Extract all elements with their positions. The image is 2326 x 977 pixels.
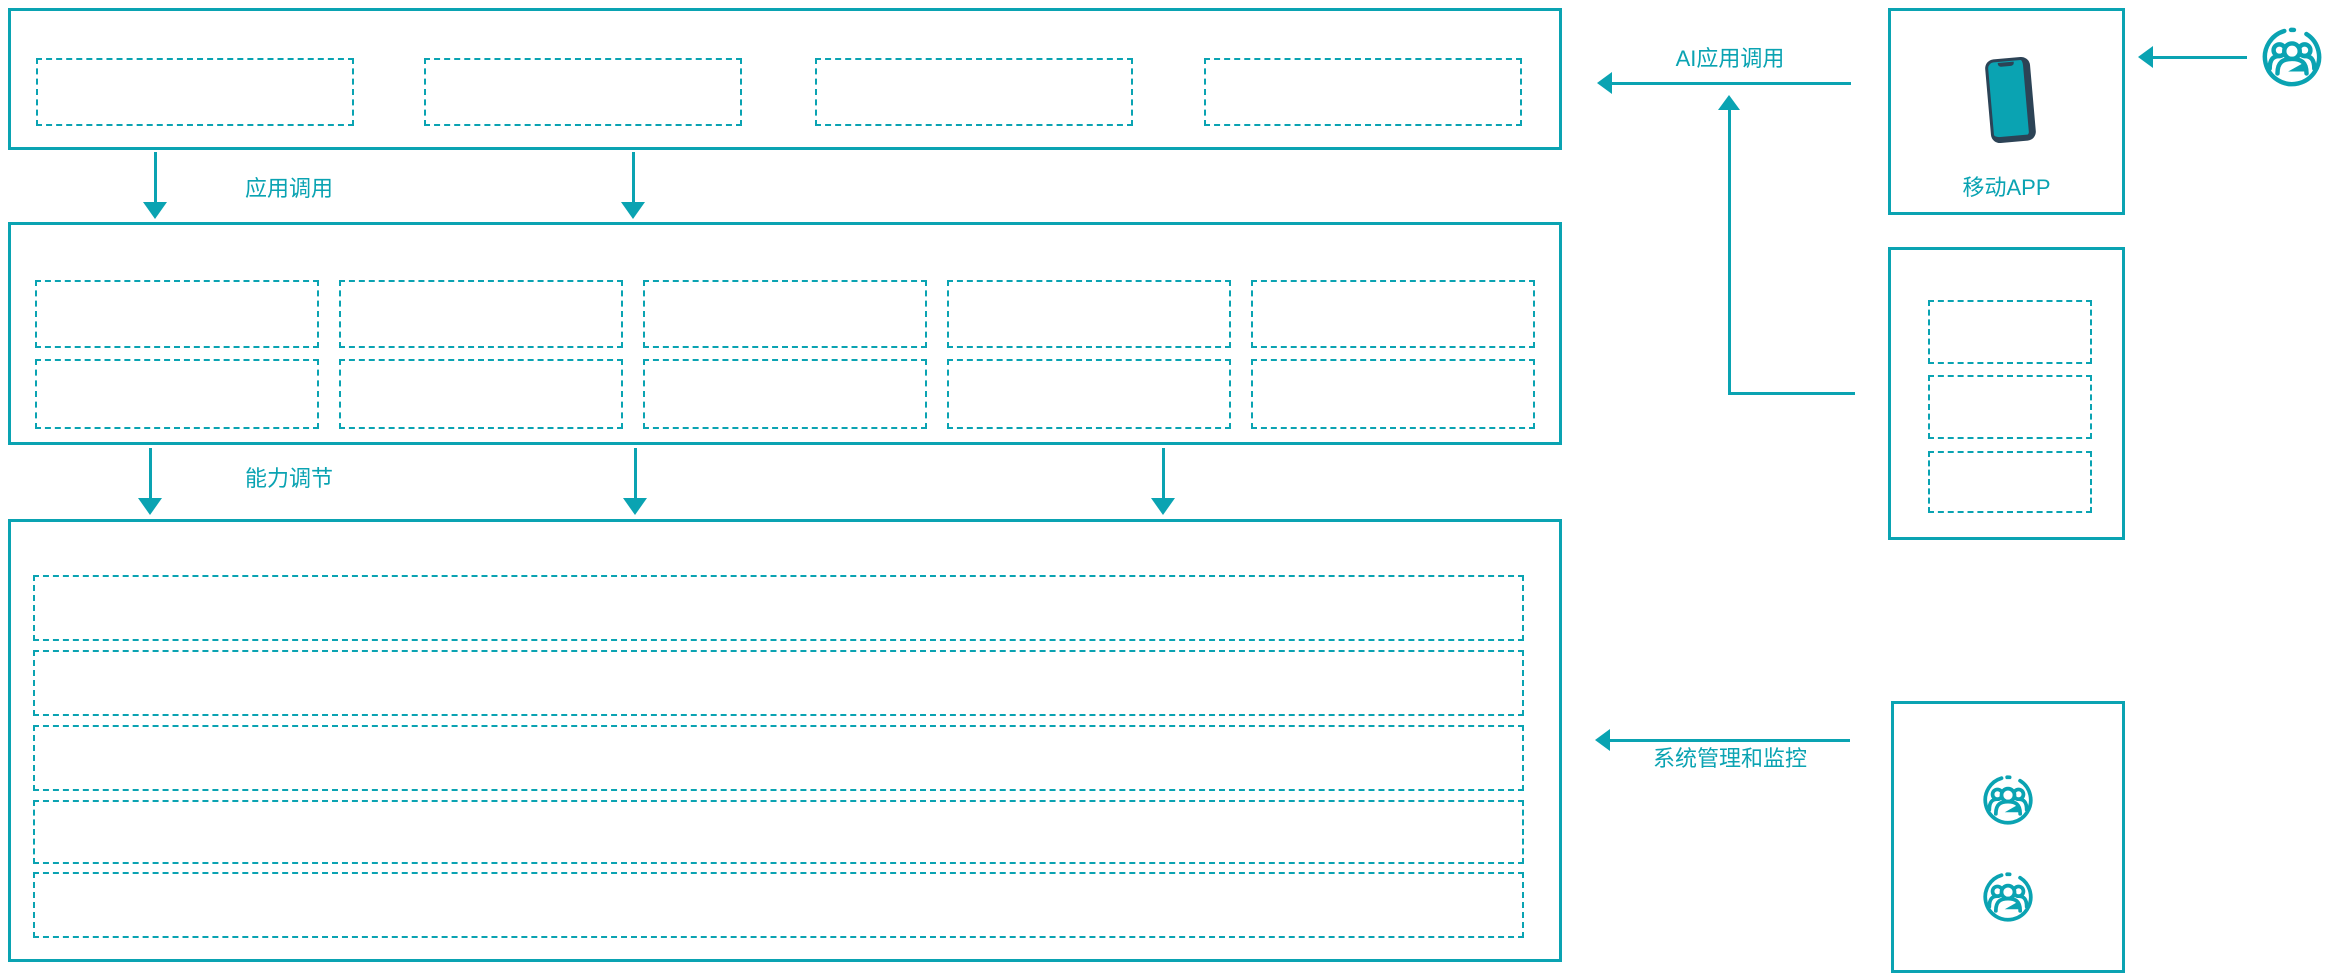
down-arrow-head xyxy=(623,498,647,515)
left-arrow-head xyxy=(2138,46,2153,68)
user-group-icon xyxy=(2261,26,2323,88)
user-group-icon xyxy=(1982,774,2034,826)
down-arrow-head xyxy=(1151,498,1175,515)
placeholder-box xyxy=(35,359,319,429)
up-arrow-head xyxy=(1718,95,1740,110)
placeholder-box xyxy=(1928,300,2092,364)
left-arrow-line xyxy=(2153,56,2247,59)
bottom-layer-box xyxy=(8,519,1562,962)
down-arrow-head xyxy=(143,202,167,219)
placeholder-box xyxy=(1204,58,1522,126)
left-arrow-head xyxy=(1597,72,1612,94)
capability-tuning-label: 能力调节 xyxy=(245,466,334,491)
elbow-arrow-horizontal xyxy=(1728,392,1855,395)
placeholder-row xyxy=(33,725,1524,791)
top-layer-box xyxy=(8,8,1562,150)
sdk-box xyxy=(1888,247,2125,540)
placeholder-row xyxy=(33,650,1524,716)
mobile-app-box: 移动APP xyxy=(1888,8,2125,215)
down-arrow-stem xyxy=(634,448,637,500)
mobile-app-label: 移动APP xyxy=(1962,175,2051,200)
placeholder-box xyxy=(339,280,623,348)
phone-notch xyxy=(1997,61,2014,68)
elbow-arrow-vertical xyxy=(1728,110,1731,394)
placeholder-box xyxy=(815,58,1133,126)
placeholder-box xyxy=(1251,359,1535,429)
placeholder-row xyxy=(33,800,1524,864)
placeholder-row xyxy=(33,872,1524,938)
placeholder-box xyxy=(35,280,319,348)
placeholder-box xyxy=(947,280,1231,348)
placeholder-box xyxy=(1251,280,1535,348)
down-arrow-stem xyxy=(149,448,152,500)
admin-box xyxy=(1891,701,2125,973)
smartphone-icon xyxy=(1984,56,2037,144)
placeholder-row xyxy=(33,575,1524,641)
placeholder-box xyxy=(1928,451,2092,513)
system-management-label: 系统管理和监控 xyxy=(1652,746,1807,771)
down-arrow-head xyxy=(138,498,162,515)
placeholder-box xyxy=(947,359,1231,429)
placeholder-box xyxy=(1928,375,2092,439)
down-arrow-stem xyxy=(154,152,157,204)
left-arrow-head xyxy=(1595,729,1610,751)
user-group-icon xyxy=(1982,871,2034,923)
placeholder-box xyxy=(339,359,623,429)
placeholder-box xyxy=(643,359,927,429)
down-arrow-head xyxy=(621,202,645,219)
left-arrow-line xyxy=(1612,82,1851,85)
app-call-label: 应用调用 xyxy=(245,176,334,201)
left-arrow-line xyxy=(1610,739,1850,742)
down-arrow-stem xyxy=(1162,448,1165,500)
ai-app-call-label: AI应用调用 xyxy=(1675,46,1785,71)
placeholder-box xyxy=(36,58,354,126)
placeholder-box xyxy=(643,280,927,348)
middle-layer-box xyxy=(8,222,1562,445)
placeholder-box xyxy=(424,58,742,126)
down-arrow-stem xyxy=(632,152,635,204)
